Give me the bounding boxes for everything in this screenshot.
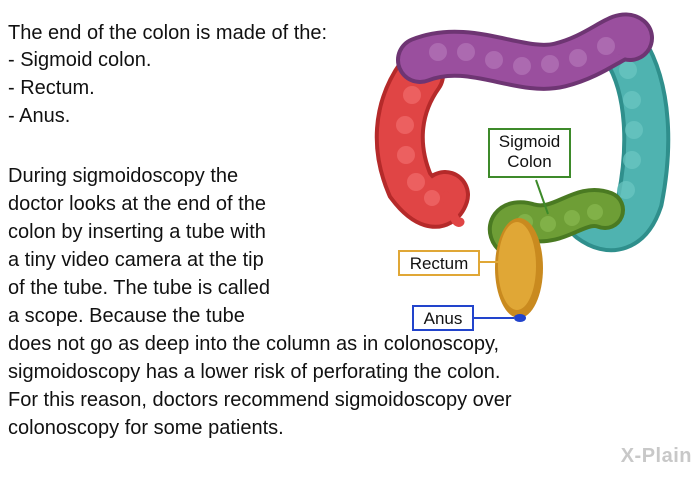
anus [514,314,526,322]
body-line-3: colon by inserting a tube with [8,221,266,243]
intro-item-rectum: - Rectum. [8,77,95,99]
body-line-2: doctor looks at the end of the [8,193,266,215]
sigmoid-leader-line [535,179,549,215]
transverse-colon [396,12,654,91]
body-line-10: colonoscopy for some patients. [8,417,284,439]
body-line-8: sigmoidoscopy has a lower risk of perfor… [8,361,501,383]
intro-item-sigmoid: - Sigmoid colon. [8,49,152,71]
intro-item-anus: - Anus. [8,105,71,127]
body-line-7: does not go as deep into the column as i… [8,333,500,355]
xplain-logo: X-Plain [620,445,692,467]
sigmoid-colon-label: Sigmoid Colon [488,128,571,178]
body-line-1: During sigmoidoscopy the [8,165,239,187]
intro-heading: The end of the colon is made of the: [8,22,328,44]
sigmoid-label-line-1: Sigmoid [498,132,561,151]
rectum [495,218,543,318]
body-line-5: of the tube. The tube is called [8,277,271,299]
body-line-4: a tiny video camera at the tip [8,249,264,271]
rectum-label: Rectum [398,250,480,276]
body-line-9: For this reason, doctors recommend sigmo… [8,389,512,411]
body-line-6: a scope. Because the tube [8,305,245,327]
anus-label: Anus [412,305,474,331]
ascending-colon [374,50,470,229]
sigmoid-label-line-2: Colon [507,152,552,171]
